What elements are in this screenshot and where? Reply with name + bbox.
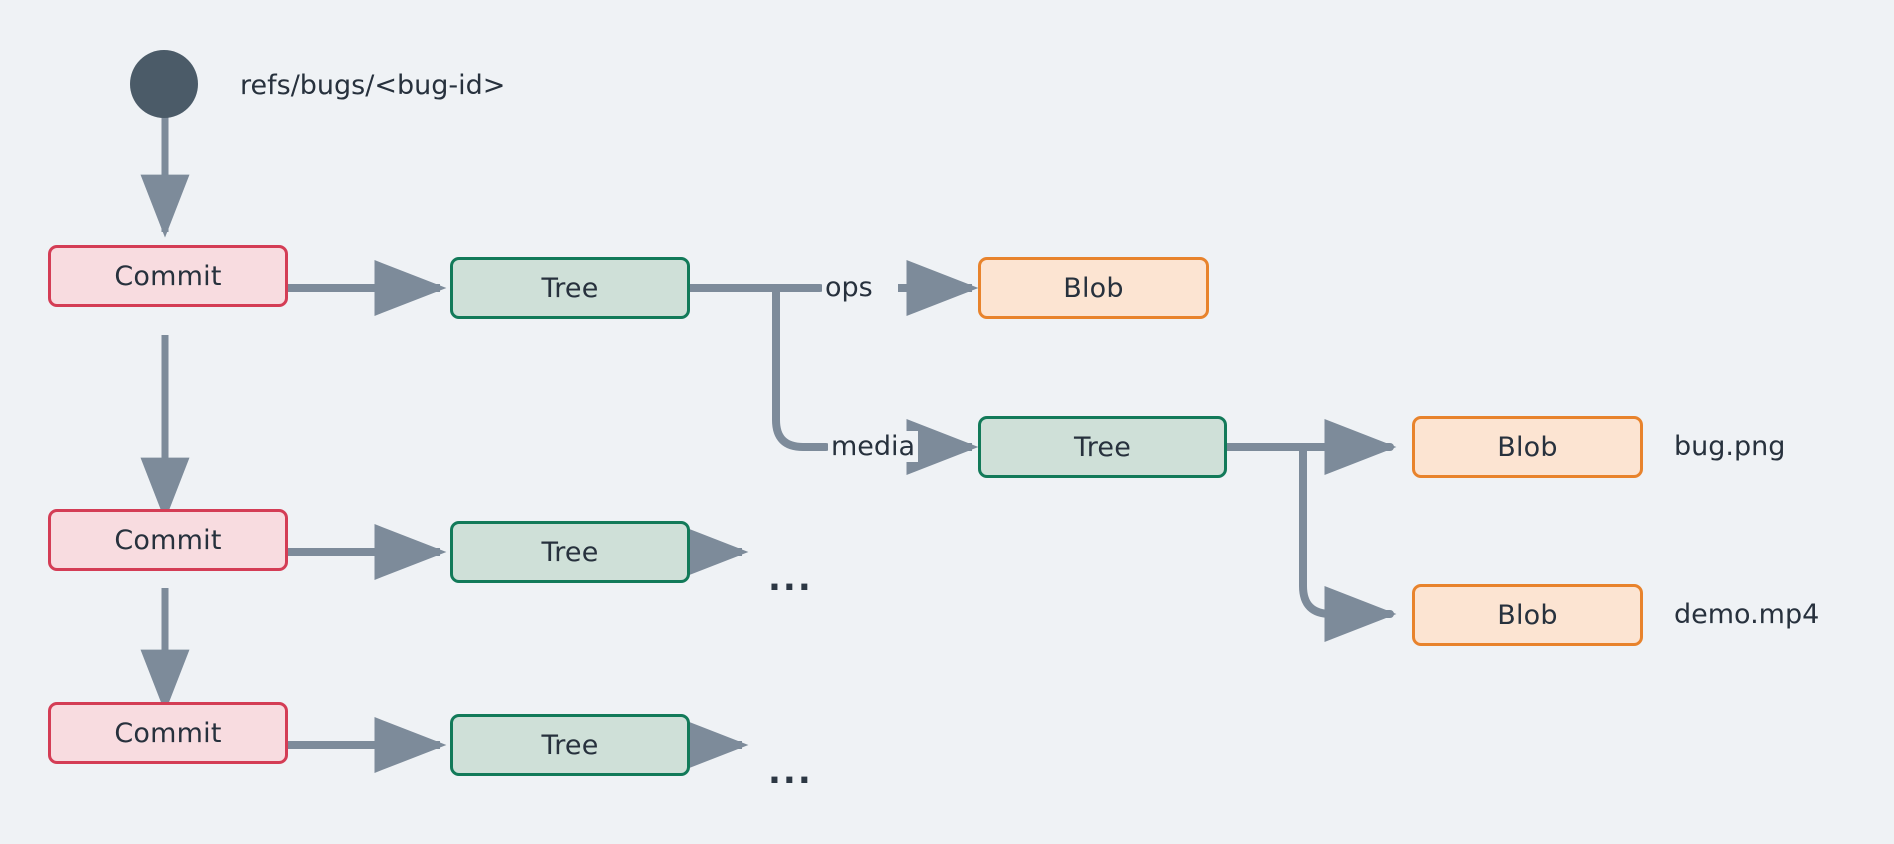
commit-node-1-label: Commit <box>114 260 222 292</box>
file-label-bug-png: bug.png <box>1674 431 1786 462</box>
ref-label: refs/bugs/<bug-id> <box>240 70 506 101</box>
tree-node-media[interactable]: Tree <box>978 416 1227 478</box>
commit-node-1[interactable]: Commit <box>48 245 288 307</box>
commit-node-2-label: Commit <box>114 524 222 556</box>
edge-tree1-split <box>686 284 830 451</box>
blob-node-ops-label: Blob <box>1063 272 1124 304</box>
blob-node-bug-png-label: Blob <box>1497 431 1558 463</box>
edge-label-media: media <box>828 431 919 462</box>
commit-node-3-label: Commit <box>114 717 222 749</box>
ellipsis-tree-2: ... <box>768 559 813 599</box>
commit-node-2[interactable]: Commit <box>48 509 288 571</box>
edge-label-ops: ops <box>822 272 876 303</box>
tree-node-2[interactable]: Tree <box>450 521 690 583</box>
blob-node-demo-mp4-label: Blob <box>1497 599 1558 631</box>
blob-node-bug-png[interactable]: Blob <box>1412 416 1643 478</box>
file-label-demo-mp4: demo.mp4 <box>1674 599 1820 630</box>
tree-node-3-label: Tree <box>541 729 599 761</box>
commit-node-3[interactable]: Commit <box>48 702 288 764</box>
tree-node-3[interactable]: Tree <box>450 714 690 776</box>
blob-node-demo-mp4[interactable]: Blob <box>1412 584 1643 646</box>
tree-node-media-label: Tree <box>1073 431 1132 463</box>
tree-node-2-label: Tree <box>541 536 599 568</box>
ref-pointer-node[interactable] <box>130 50 198 118</box>
tree-node-1[interactable]: Tree <box>450 257 690 319</box>
blob-node-ops[interactable]: Blob <box>978 257 1209 319</box>
edge-treemedia-split <box>1223 419 1397 642</box>
tree-node-1-label: Tree <box>541 272 599 304</box>
ellipsis-tree-3: ... <box>768 752 813 792</box>
